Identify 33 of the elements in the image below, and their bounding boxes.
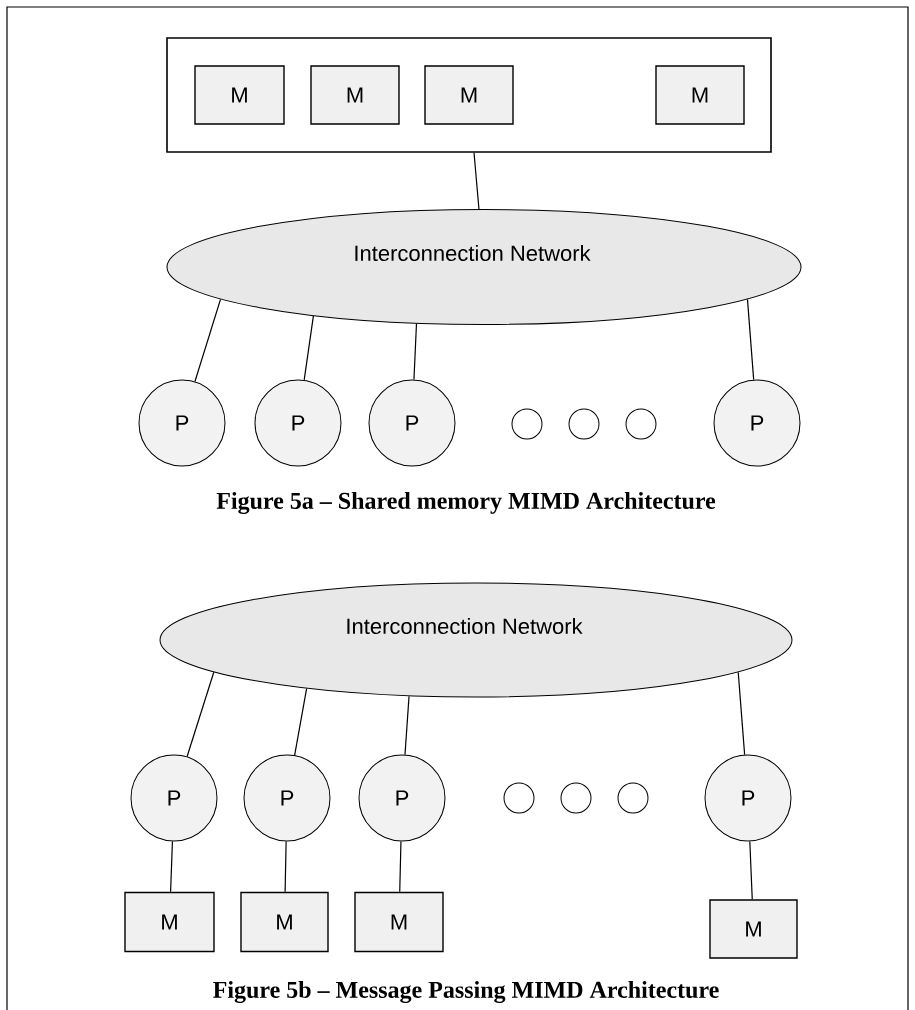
connector-line	[303, 315, 314, 381]
memory-box: M	[240, 891, 329, 953]
ellipsis-circle	[511, 408, 543, 440]
memory-box: M	[354, 891, 444, 953]
memory-box: M	[124, 891, 215, 953]
connector-line	[284, 840, 287, 893]
connector-line	[737, 671, 746, 756]
ellipsis-circle	[568, 408, 600, 440]
ellipsis-circle	[625, 408, 657, 440]
connector-line	[194, 298, 222, 383]
connector-line	[399, 840, 402, 893]
connector-line	[473, 152, 480, 210]
network-label: Interconnection Network	[347, 617, 583, 635]
ellipsis-circle	[560, 782, 592, 814]
figure-caption: Figure 5a – Shared memory MIMD Architecture	[216, 492, 716, 514]
connector-line	[749, 840, 753, 900]
ellipsis-circle	[503, 782, 535, 814]
memory-box: M	[424, 65, 514, 125]
connector-line	[413, 323, 418, 381]
ellipsis-circle	[617, 782, 649, 814]
connector-line	[294, 688, 308, 756]
memory-box: M	[709, 899, 798, 959]
network-ellipse	[166, 209, 802, 325]
figure-caption: Figure 5b – Message Passing MIMD Architecture	[213, 981, 719, 1003]
memory-box: M	[655, 65, 745, 125]
memory-box: M	[310, 65, 400, 125]
connector-line	[404, 695, 410, 756]
connector-line	[170, 840, 173, 893]
network-ellipse	[159, 582, 793, 698]
connector-line	[186, 671, 215, 758]
network-label: Interconnection Network	[355, 244, 591, 262]
memory-box: M	[194, 65, 285, 125]
connector-line	[746, 298, 755, 381]
